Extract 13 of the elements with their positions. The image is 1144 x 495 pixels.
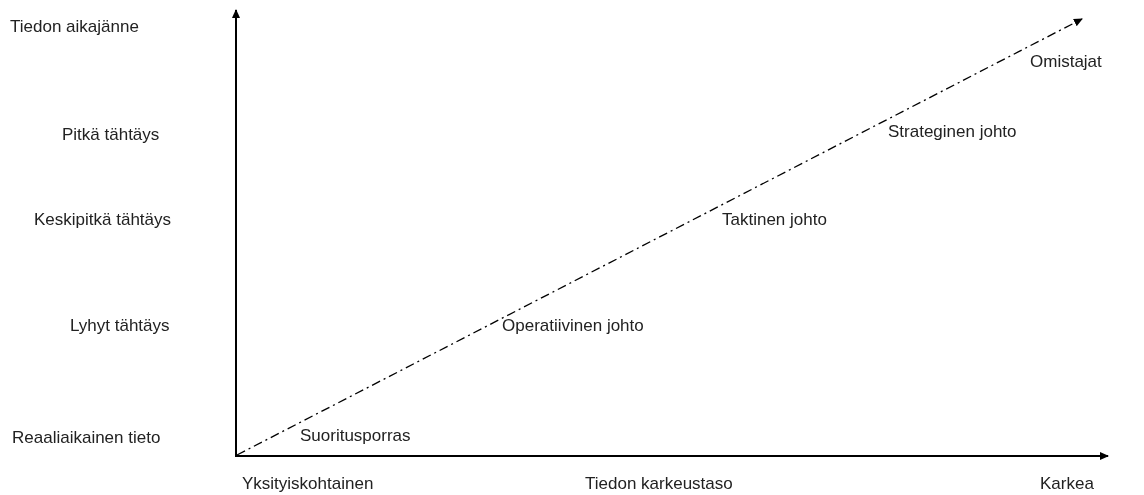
scale-label: Pitkä tähtäys xyxy=(62,125,160,145)
level-label: Operatiivinen johto xyxy=(502,316,644,336)
scale-label: Reaaliaikainen tieto xyxy=(12,428,161,448)
level-label: Omistajat xyxy=(1030,52,1102,72)
level-label: Strateginen johto xyxy=(888,122,1017,142)
level-label: Taktinen johto xyxy=(722,210,827,230)
scale-label: Lyhyt tähtäys xyxy=(70,316,170,336)
scale-label: Keskipitkä tähtäys xyxy=(34,210,171,230)
scale-label: Yksityiskohtainen xyxy=(242,474,374,494)
axis-title: Tiedon karkeustaso xyxy=(585,474,733,494)
scale-label: Karkea xyxy=(1040,474,1094,494)
axis-title: Tiedon aikajänne xyxy=(10,17,139,37)
level-label: Suoritusporras xyxy=(300,426,411,446)
